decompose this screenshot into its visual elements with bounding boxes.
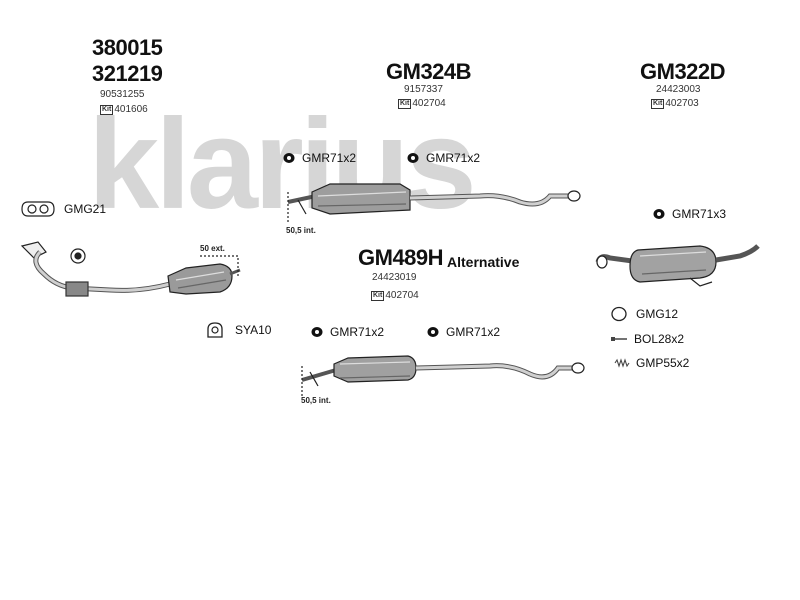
label-text: GMR71x2 (426, 151, 481, 165)
sub-number-left: 90531255 (100, 89, 145, 100)
part-number-gm324b: GM324B (386, 59, 472, 84)
watermark-text: klarius (88, 93, 473, 236)
label-gmg12: GMG12 (610, 306, 678, 322)
label-gmr-right: GMR71x3 (652, 207, 726, 221)
sub-number-right: 24423003 (656, 84, 701, 95)
kit-number-center: 402704 (412, 98, 446, 109)
dimension-bottom-pipe: 50,5 int. (301, 396, 331, 405)
gasket-icon (21, 201, 55, 217)
dimension-top-pipe: 50,5 int. (286, 226, 316, 235)
kit-badge: Kit (398, 98, 412, 109)
sealing-ring-icon (611, 306, 627, 322)
label-text: GMR71x2 (330, 325, 385, 339)
kit-center: Kit 402704 (398, 98, 446, 109)
kit-badge: Kit (651, 98, 665, 109)
alternative-label: Alternative (447, 254, 520, 270)
bolt-icon (611, 337, 627, 341)
clamp-ring-icon (311, 327, 323, 337)
label-bol: BOL28x2 (610, 332, 684, 346)
label-text: GMG12 (636, 307, 679, 321)
clamp-ring-icon (427, 327, 439, 337)
kit-number-alternative: 402704 (385, 290, 419, 301)
kit-number-left: 401606 (114, 104, 148, 115)
sub-number-center: 9157337 (404, 84, 443, 95)
kit-left: Kit 401606 (100, 104, 148, 115)
clamp-ring-icon (283, 153, 295, 163)
kit-alternative: Kit 402704 (371, 290, 419, 301)
part-number-gm322d: GM322D (640, 59, 726, 84)
label-gmg21: GMG21 (20, 199, 106, 219)
part-number-321219: 321219 (92, 61, 163, 86)
kit-badge: Kit (100, 104, 114, 115)
label-gmr-bottom-2: GMR71x2 (426, 325, 500, 339)
kit-badge: Kit (371, 290, 385, 301)
label-text: GMG21 (64, 202, 107, 216)
kit-right: Kit 402703 (651, 98, 699, 109)
spring-icon (614, 358, 630, 368)
label-gmr-top-2: GMR71x2 (406, 151, 480, 165)
label-text: GMR71x2 (446, 325, 501, 339)
label-text: GMR71x3 (672, 207, 727, 221)
sub-number-alternative: 24423019 (372, 272, 417, 283)
part-number-380015: 380015 (92, 35, 163, 60)
label-text: GMP55x2 (636, 356, 690, 370)
label-text: SYA10 (235, 323, 272, 337)
label-gmr-bottom-1: GMR71x2 (310, 325, 384, 339)
rubber-hanger-icon (207, 322, 223, 338)
dimension-front-pipe: 50 ext. (200, 244, 225, 253)
label-text: GMR71x2 (302, 151, 357, 165)
kit-number-right: 402703 (665, 98, 699, 109)
label-sya10: SYA10 (205, 321, 271, 339)
label-text: BOL28x2 (634, 332, 685, 346)
label-gmr-top-1: GMR71x2 (282, 151, 356, 165)
label-gmp: GMP55x2 (614, 356, 689, 370)
part-number-gm489h: GM489H (358, 245, 444, 270)
clamp-ring-icon (653, 209, 665, 219)
clamp-ring-icon (407, 153, 419, 163)
